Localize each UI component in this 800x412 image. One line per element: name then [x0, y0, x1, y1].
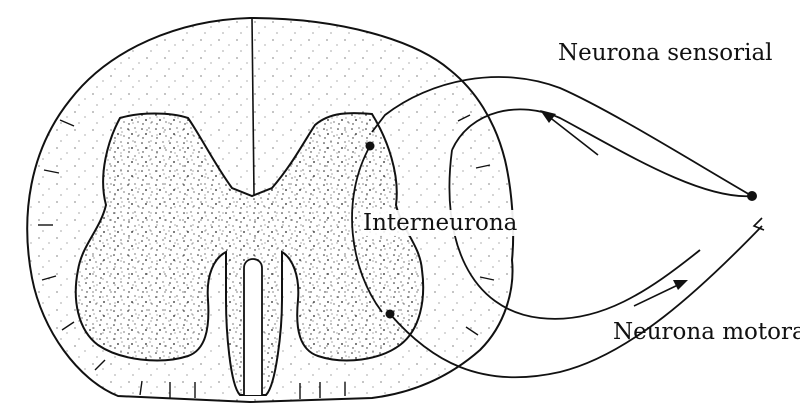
interneuron-label: Interneurona [361, 210, 519, 236]
motor-direction-arrow [634, 280, 688, 306]
ventral-median-fissure [244, 259, 262, 395]
motor-neuron-label: Neurona motora [613, 319, 800, 345]
sensory-ganglion-dot [747, 191, 757, 201]
sensory-neuron-label: Neurona sensorial [558, 40, 773, 66]
motor-end-hook [754, 218, 764, 230]
sensory-direction-arrow [540, 110, 598, 155]
